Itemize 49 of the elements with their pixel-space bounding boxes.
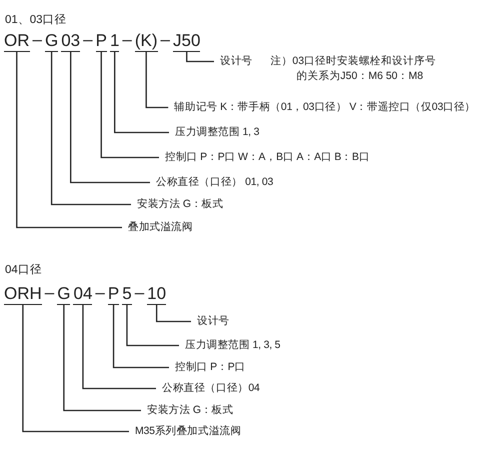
section-heading: 01、03口径 bbox=[5, 13, 67, 27]
description-text: 公称直径（口径） 01, 03 bbox=[156, 175, 274, 190]
code-separator: – bbox=[134, 283, 144, 304]
code-segment: G bbox=[44, 31, 58, 52]
description-text: 叠加式溢流阀 bbox=[128, 220, 193, 235]
description-text: 安装方法 G：板式 bbox=[147, 403, 234, 418]
description-text: 控制口 P：P口 W：A，B口 A：A口 B：B口 bbox=[165, 150, 370, 165]
code-segment: 10 bbox=[147, 284, 166, 305]
description-text: 安装方法 G：板式 bbox=[137, 197, 224, 212]
code-separator: – bbox=[95, 283, 105, 304]
leader-line bbox=[126, 305, 179, 346]
note-text: 注）03口径时安装螺栓和设计序号的关系为J50：M6 50：M8 bbox=[270, 54, 436, 84]
description-text: 设计号 bbox=[220, 54, 252, 69]
code-segment: G bbox=[57, 284, 70, 305]
leader-line bbox=[16, 52, 122, 228]
code-segment: P bbox=[96, 31, 107, 52]
code-segment: J50 bbox=[173, 31, 200, 52]
section-heading: 04口径 bbox=[5, 263, 42, 277]
leader-line bbox=[100, 52, 159, 158]
description-text: 压力调整范围 1, 3 bbox=[175, 125, 260, 140]
code-separator: – bbox=[122, 30, 132, 51]
code-segment: OR bbox=[4, 31, 30, 52]
code-segment: 03 bbox=[61, 31, 80, 52]
description-text: 公称直径（口径）04 bbox=[162, 381, 260, 396]
code-segment: 1 bbox=[110, 31, 120, 52]
code-segment: 5 bbox=[122, 284, 132, 305]
leader-line bbox=[70, 52, 150, 184]
description-text: M35系列叠加式溢流阀 bbox=[135, 424, 242, 439]
code-separator: – bbox=[83, 30, 93, 51]
leader-line bbox=[63, 305, 141, 412]
code-segment: 04 bbox=[73, 284, 92, 305]
leader-line bbox=[50, 52, 131, 206]
description-text: 压力调整范围 1, 3, 5 bbox=[185, 338, 280, 353]
code-separator: – bbox=[160, 30, 170, 51]
leader-line bbox=[186, 52, 214, 62]
leader-line bbox=[146, 52, 168, 108]
leader-line bbox=[82, 305, 156, 390]
code-segment: (K) bbox=[134, 31, 158, 52]
leader-line bbox=[112, 305, 169, 368]
code-separator: – bbox=[44, 283, 54, 304]
leader-line bbox=[156, 305, 191, 322]
code-segment: ORH bbox=[4, 284, 42, 305]
leader-line bbox=[114, 52, 169, 134]
leader-line bbox=[22, 305, 129, 432]
code-segment: P bbox=[108, 284, 120, 305]
description-text: 控制口 P：P口 bbox=[175, 360, 246, 375]
code-separator: – bbox=[32, 30, 42, 51]
description-text: 辅助记号 K：带手柄（01，03口径） V：带遥控口（仅03口径） bbox=[174, 100, 476, 115]
description-text: 设计号 bbox=[197, 314, 230, 329]
